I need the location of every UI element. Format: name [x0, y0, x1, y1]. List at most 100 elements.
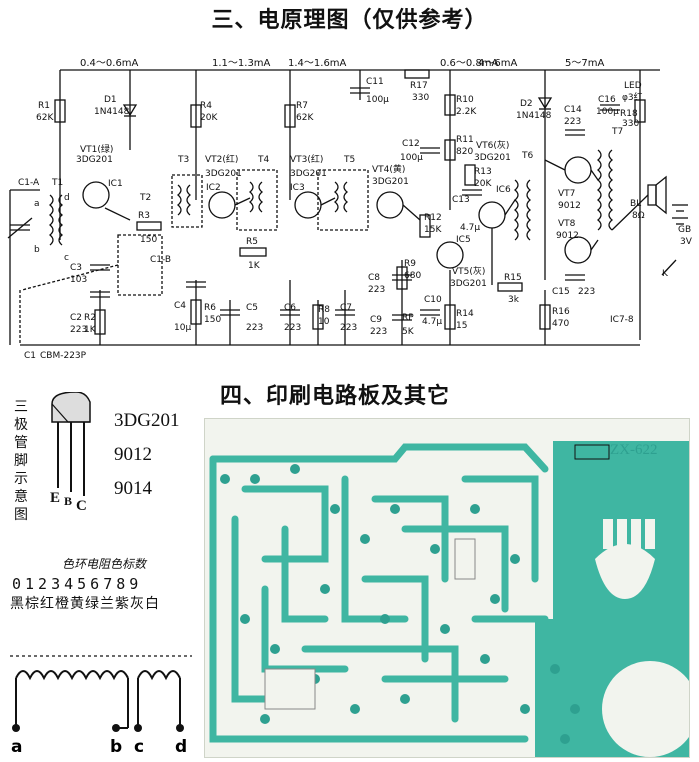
current-label-2: 1.1～1.3mA — [212, 58, 271, 69]
comp-ref: R11 — [456, 135, 474, 145]
comp-ref: VT4(黄) — [372, 163, 405, 175]
comp-value: 3DG201 — [290, 169, 327, 179]
comp-ref: VT5(灰) — [452, 265, 485, 277]
winding-pin-c: c — [134, 737, 144, 757]
comp-ref: GB — [678, 225, 691, 235]
comp-value: 62K — [296, 113, 314, 123]
comp-value: 223 — [368, 285, 385, 295]
pcb-section-title: 四、印刷电路板及其它 — [220, 383, 451, 409]
comp-ref: D1 — [104, 95, 117, 105]
color-code-title: 色环电阻色标数 — [62, 557, 147, 571]
transistor-type: 9014 — [114, 478, 152, 499]
pinout-label: 三极管脚示意图 — [14, 399, 28, 523]
comp-value: 20K — [200, 113, 218, 123]
comp-ref: T6 — [521, 151, 533, 161]
comp-ref: T7 — [611, 127, 623, 137]
comp-value: 20K — [474, 179, 492, 189]
comp-value: 470 — [552, 319, 569, 329]
comp-value: 223 — [70, 325, 87, 335]
comp-value: 100μ — [400, 153, 423, 163]
current-label-4: 0.6～0.8mA — [440, 58, 499, 69]
comp-value: 223 — [246, 323, 263, 333]
comp-ref: R4 — [200, 101, 212, 111]
winding-pin-b: b — [110, 737, 122, 757]
comp-value: 150 — [204, 315, 221, 325]
comp-value: 4.7μ — [422, 317, 442, 327]
comp-value: 9012 — [558, 201, 581, 211]
comp-ref: D2 — [520, 99, 533, 109]
coil-pin-d: d — [64, 193, 70, 203]
comp-ref: C6 — [284, 303, 296, 313]
comp-value: 10 — [318, 317, 330, 327]
comp-ref: C7 — [340, 303, 352, 313]
pcb-traces — [209, 441, 689, 757]
comp-value: 62K — [36, 113, 54, 123]
comp-value: 15K — [424, 225, 442, 235]
comp-ref: LED — [624, 81, 642, 91]
comp-ref: R7 — [296, 101, 308, 111]
comp-value: 3DG201 — [474, 153, 511, 163]
comp-ref: VT2(红) — [205, 153, 238, 165]
comp-ref: C14 — [564, 105, 582, 115]
comp-ref: T5 — [343, 155, 355, 165]
comp-value: 223 — [578, 287, 595, 297]
comp-ref: R9 — [404, 259, 416, 269]
comp-ref: C8 — [368, 273, 380, 283]
comp-value: 3DG201 — [372, 177, 409, 187]
ic-mark: IC6 — [496, 185, 511, 195]
current-label-6: 5～7mA — [565, 58, 604, 69]
comp-ref: VT3(红) — [290, 153, 323, 165]
comp-value: 330 — [622, 119, 639, 129]
pcb-model-label: ZX-622 — [610, 442, 658, 458]
comp-ref: R15 — [504, 273, 522, 283]
comp-ref: C15 — [552, 287, 570, 297]
comp-ref: R3 — [138, 211, 150, 221]
comp-ref: C1-B — [150, 255, 171, 265]
comp-value: 330 — [412, 93, 429, 103]
comp-value: 4.7μ — [460, 223, 480, 233]
ic-mark: IC5 — [456, 235, 471, 245]
comp-value: 223 — [370, 327, 387, 337]
comp-value: 100μ — [596, 107, 619, 117]
comp-ref: C2 — [70, 313, 82, 323]
comp-ref: C5 — [246, 303, 258, 313]
comp-value: 3DG201 — [450, 279, 487, 289]
comp-value: 223 — [340, 323, 357, 333]
comp-value: 103 — [70, 275, 87, 285]
comp-ref: C13 — [452, 195, 470, 205]
comp-ref: T2 — [139, 193, 151, 203]
comp-value: CBM-223P — [40, 351, 87, 361]
current-label-1: 0.4～0.6mA — [80, 58, 139, 69]
comp-ref: K — [662, 269, 669, 279]
coil-pin-c: c — [64, 253, 69, 263]
comp-ref: C10 — [424, 295, 442, 305]
comp-value: φ3红 — [622, 91, 643, 103]
pcb-board — [204, 418, 690, 758]
comp-ref: VT7 — [558, 189, 575, 199]
comp-value: 9012 — [556, 231, 579, 241]
comp-ref: T1 — [51, 178, 63, 188]
comp-ref: VT8 — [558, 219, 576, 229]
comp-ref: C11 — [366, 77, 384, 87]
comp-value: 2.2K — [456, 107, 477, 117]
ic-mark: IC2 — [206, 183, 221, 193]
comp-value: 100μ — [366, 95, 389, 105]
comp-ref: R8 — [318, 305, 330, 315]
coil-pin-a: a — [34, 199, 40, 209]
comp-ref: C9 — [370, 315, 382, 325]
comp-ref: R18 — [620, 109, 638, 119]
comp-ref: T4 — [257, 155, 269, 165]
comp-value: 1K — [248, 261, 261, 271]
circuit-schematic: 0.4～0.6mA 1.1～1.3mA 1.4～1.6mA 0.6～0.8mA … — [7, 58, 693, 361]
transistor-pinout-icon — [51, 392, 91, 496]
comp-ref: C12 — [402, 139, 420, 149]
comp-ref: VT1(绿) — [80, 143, 113, 155]
comp-ref: R14 — [456, 309, 474, 319]
comp-value: 1N4148 — [94, 107, 130, 117]
comp-value: 3DG201 — [205, 169, 242, 179]
ic-mark: IC1 — [108, 179, 123, 189]
comp-ref: T3 — [177, 155, 189, 165]
winding-pin-a: a — [11, 737, 22, 757]
pin-e-label: E — [50, 490, 61, 506]
current-label-5: 4～6mA — [478, 58, 517, 69]
